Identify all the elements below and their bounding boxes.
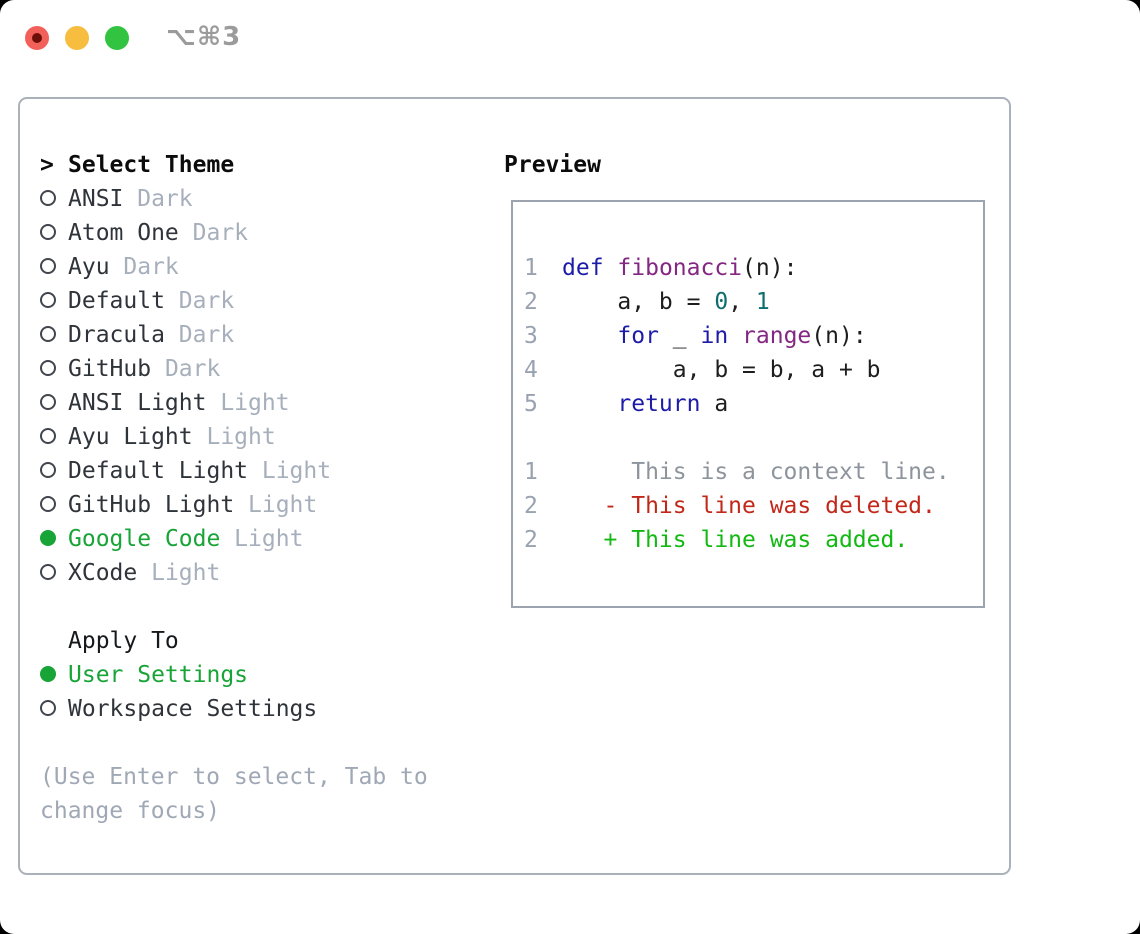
apply-option-label: User Settings <box>68 662 249 688</box>
line-number: 5 <box>524 391 538 417</box>
titlebar: ⌥⌘3 <box>0 0 1140 78</box>
apply-option-workspace-settings[interactable]: Workspace Settings <box>40 692 317 726</box>
theme-variant: Light <box>234 492 318 518</box>
theme-name: Default Light <box>68 458 249 484</box>
code-line: 2 a, b = 0, 1 <box>524 285 950 319</box>
theme-option-ayu-light[interactable]: Ayu Light Light <box>40 420 331 454</box>
radio-icon <box>40 693 68 727</box>
code-line: 3 for _ in range(n): <box>524 319 950 353</box>
line-number: 1 <box>524 255 538 281</box>
preview-title: Preview <box>504 152 601 178</box>
code-line: 2 + This line was added. <box>524 523 950 557</box>
theme-option-ansi-light[interactable]: ANSI Light Light <box>40 386 331 420</box>
theme-option-github[interactable]: GitHub Dark <box>40 352 331 386</box>
apply-option-user-settings[interactable]: User Settings <box>40 658 317 692</box>
theme-variant: Dark <box>164 288 235 314</box>
theme-variant: Dark <box>109 254 179 280</box>
line-number: 2 <box>524 289 538 315</box>
theme-variant: Dark <box>151 356 221 382</box>
radio-icon <box>40 217 68 251</box>
radio-selected-icon <box>40 523 68 557</box>
theme-name: GitHub <box>68 356 152 382</box>
theme-name: Google Code <box>68 526 221 552</box>
theme-option-xcode[interactable]: XCode Light <box>40 556 331 590</box>
theme-variant: Light <box>206 390 290 416</box>
line-number: 4 <box>524 357 538 383</box>
theme-variant: Dark <box>164 322 235 348</box>
theme-name: Ayu <box>68 254 110 280</box>
theme-name: ANSI <box>68 186 124 212</box>
theme-option-default-light[interactable]: Default Light Light <box>40 454 331 488</box>
theme-variant: Light <box>220 526 304 552</box>
code-line: 2 - This line was deleted. <box>524 489 950 523</box>
radio-icon <box>40 557 68 591</box>
code-line: 4 a, b = b, a + b <box>524 353 950 387</box>
line-number: 3 <box>524 323 538 349</box>
code-line: 5 return a <box>524 387 950 421</box>
close-button[interactable] <box>25 26 49 50</box>
theme-name: ANSI Light <box>68 390 207 416</box>
radio-icon <box>40 251 68 285</box>
theme-name: Ayu Light <box>68 424 193 450</box>
theme-option-github-light[interactable]: GitHub Light Light <box>40 488 331 522</box>
theme-variant: Dark <box>178 220 249 246</box>
theme-name: Dracula <box>68 322 165 348</box>
recording-dot-icon <box>32 33 42 43</box>
zoom-button[interactable] <box>105 26 129 50</box>
theme-variant: Light <box>192 424 276 450</box>
theme-variant: Light <box>137 560 221 586</box>
window-title: ⌥⌘3 <box>166 22 242 52</box>
minimize-button[interactable] <box>65 26 89 50</box>
theme-option-dracula[interactable]: Dracula Dark <box>40 318 331 352</box>
theme-option-ayu[interactable]: Ayu Dark <box>40 250 331 284</box>
theme-variant: Dark <box>123 186 193 212</box>
help-line-2: change focus) <box>40 798 221 824</box>
theme-name: Default <box>68 288 165 314</box>
radio-icon <box>40 183 68 217</box>
theme-option-atom-one[interactable]: Atom One Dark <box>40 216 331 250</box>
line-number: 2 <box>524 493 538 519</box>
apply-option-label: Workspace Settings <box>68 696 318 722</box>
radio-icon <box>40 285 68 319</box>
radio-icon <box>40 353 68 387</box>
code-line <box>524 421 950 455</box>
theme-name: GitHub Light <box>68 492 235 518</box>
radio-icon <box>40 319 68 353</box>
theme-option-ansi[interactable]: ANSI Dark <box>40 182 331 216</box>
theme-name: Atom One <box>68 220 179 246</box>
line-number: 2 <box>524 527 538 553</box>
line-number: 1 <box>524 459 538 485</box>
theme-option-default[interactable]: Default Dark <box>40 284 331 318</box>
radio-icon <box>40 387 68 421</box>
help-line-1: (Use Enter to select, Tab to <box>40 764 428 790</box>
theme-list-header: > Select Theme <box>40 148 331 182</box>
radio-selected-icon <box>40 659 68 693</box>
radio-icon <box>40 489 68 523</box>
theme-option-google-code[interactable]: Google Code Light <box>40 522 331 556</box>
prompt-caret-icon: > <box>40 152 54 178</box>
help-text: (Use Enter to select, Tab to change focus… <box>40 760 428 828</box>
radio-icon <box>40 455 68 489</box>
theme-list-title: Select Theme <box>68 152 235 178</box>
apply-to-title: Apply To <box>68 628 179 654</box>
radio-icon <box>40 421 68 455</box>
theme-variant: Light <box>248 458 332 484</box>
code-line: 1 This is a context line. <box>524 455 950 489</box>
theme-name: XCode <box>68 560 138 586</box>
